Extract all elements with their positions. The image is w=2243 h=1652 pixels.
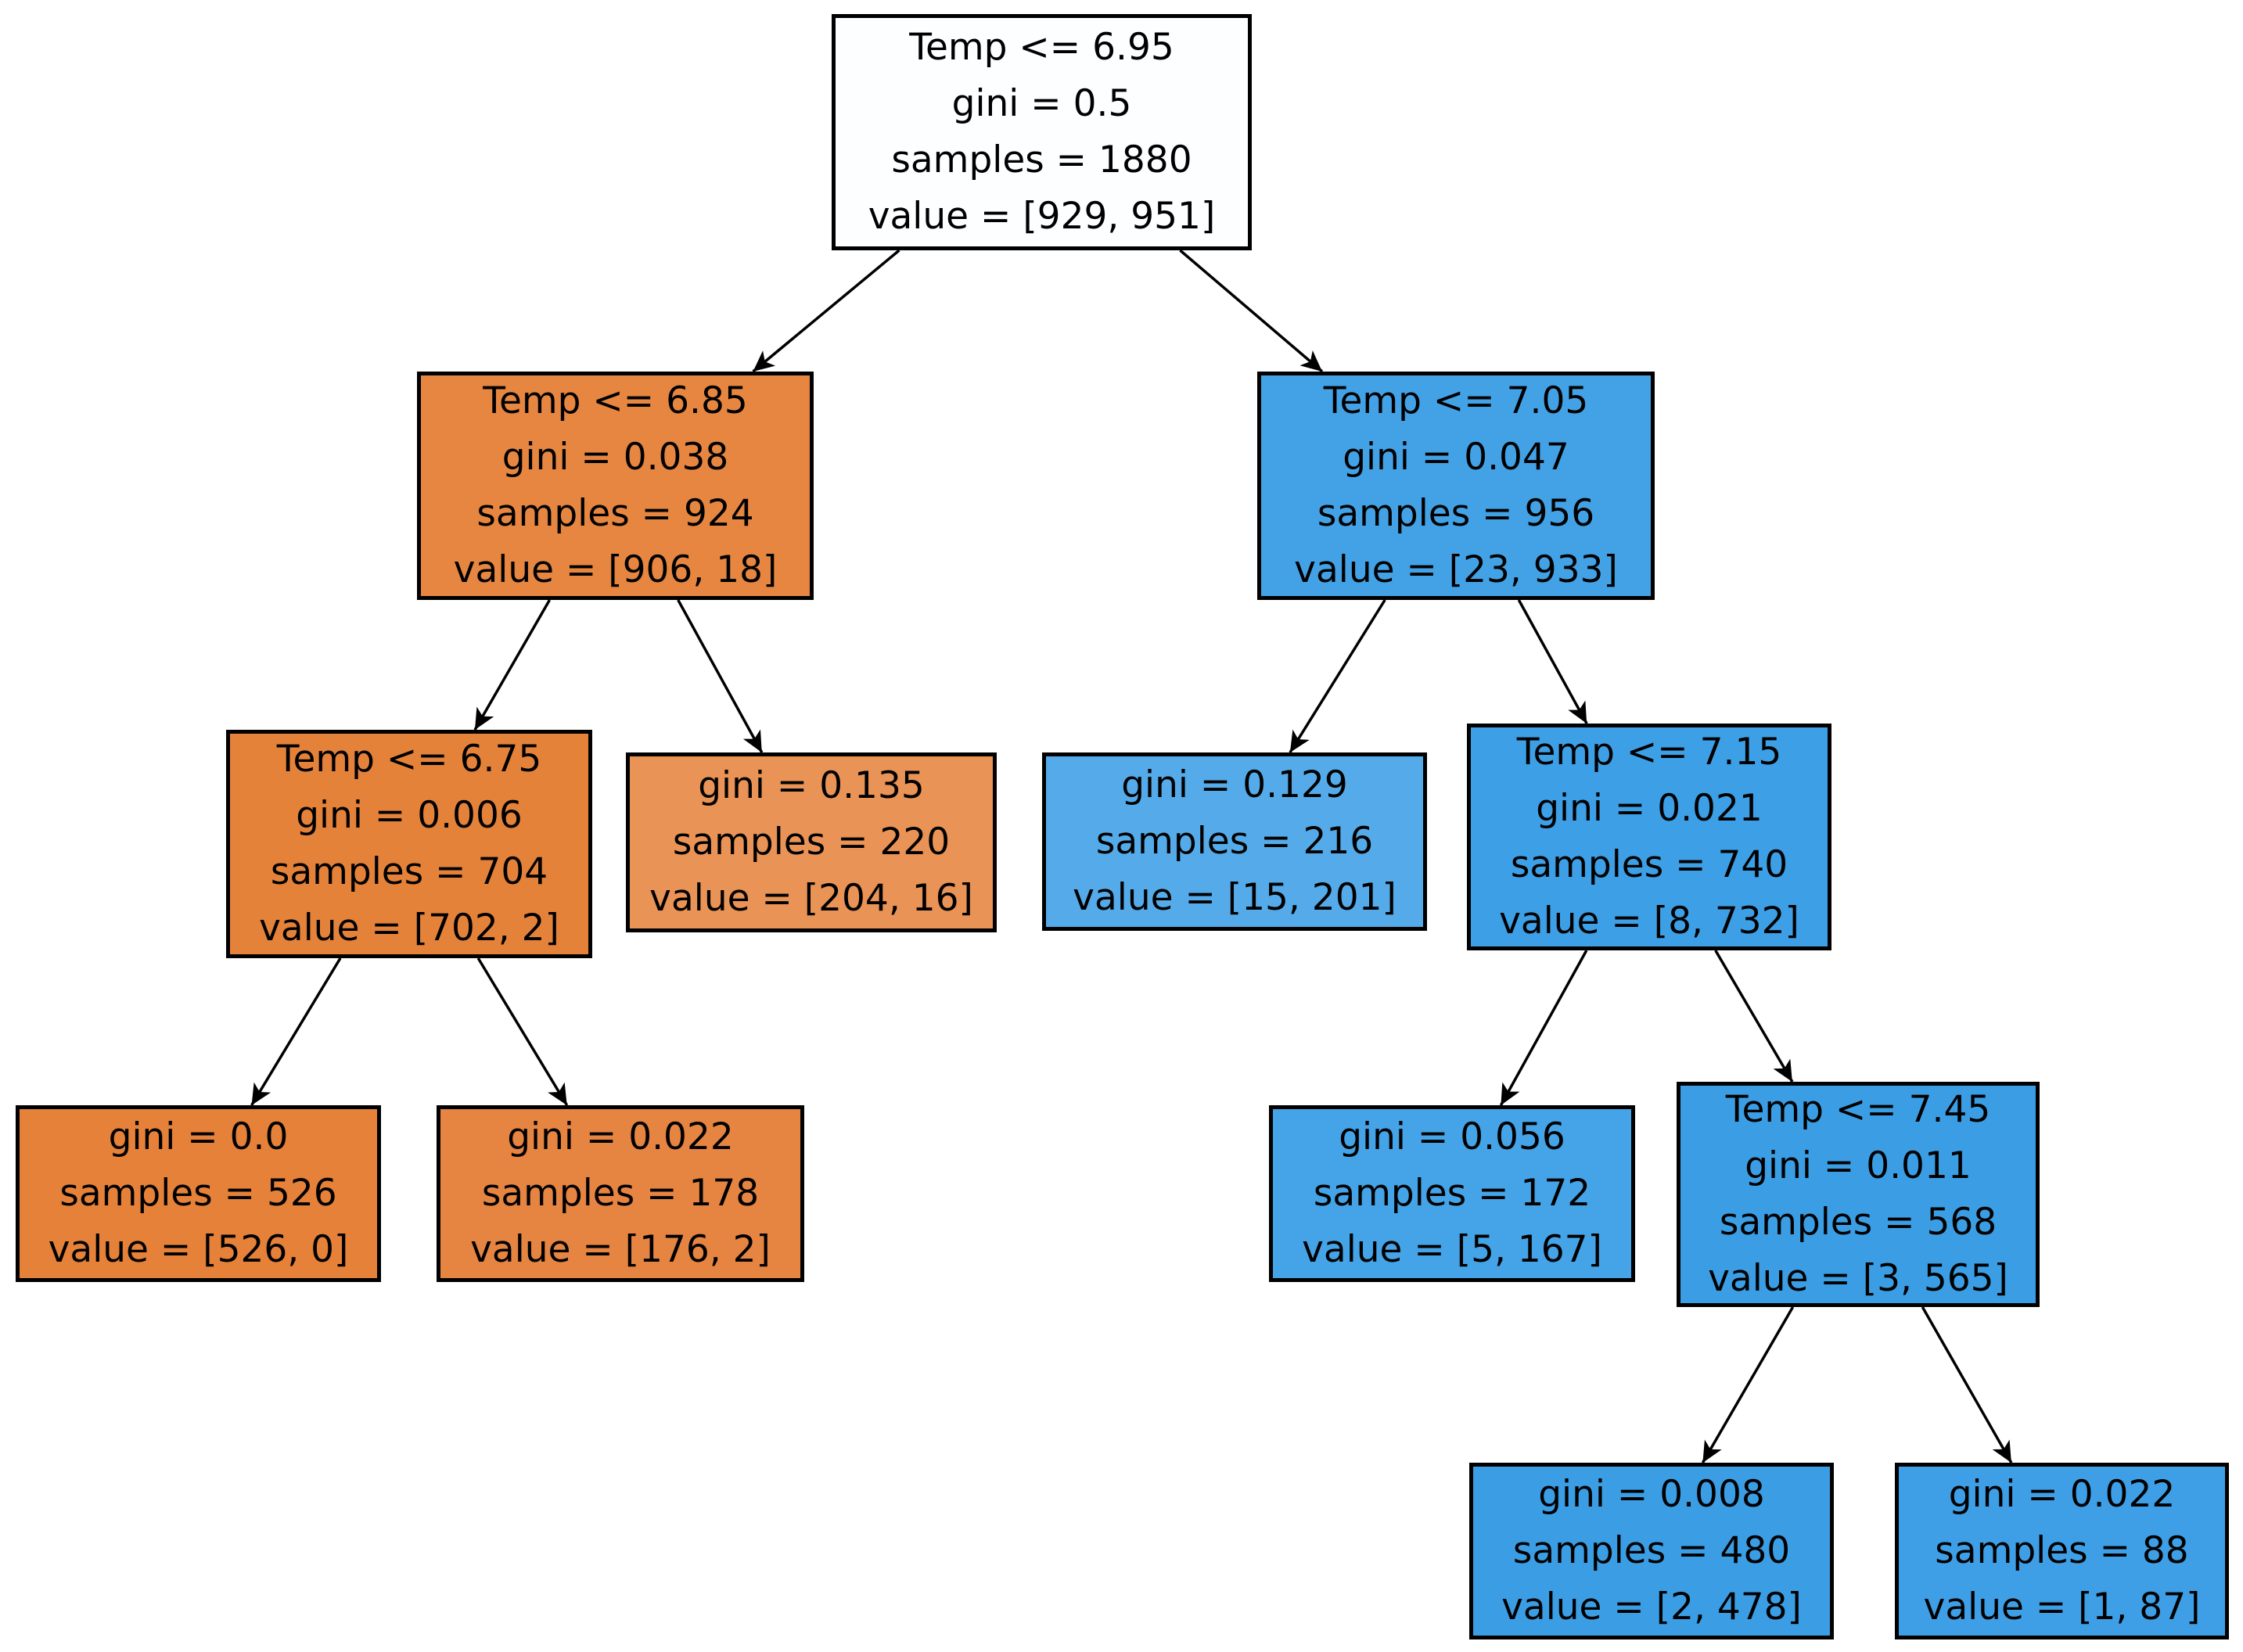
node-samples: samples = 172 bbox=[1313, 1172, 1591, 1215]
node-gini: gini = 0.022 bbox=[507, 1115, 734, 1158]
node-condition: Temp <= 6.75 bbox=[276, 738, 542, 781]
node-gini: gini = 0.129 bbox=[1121, 763, 1348, 806]
tree-node-n3: Temp <= 6.75 gini = 0.006 samples = 704 val… bbox=[226, 730, 592, 958]
node-condition: Temp <= 7.15 bbox=[1516, 731, 1782, 774]
node-value: value = [702, 2] bbox=[259, 907, 559, 950]
node-value: value = [526, 0] bbox=[48, 1228, 349, 1271]
tree-node-n5: gini = 0.129 samples = 216 value = [15, 20… bbox=[1042, 752, 1427, 931]
node-value: value = [929, 951] bbox=[868, 195, 1216, 238]
edge-n3-n8 bbox=[476, 957, 569, 1106]
node-gini: gini = 0.008 bbox=[1538, 1473, 1765, 1516]
node-condition: Temp <= 6.85 bbox=[483, 379, 748, 422]
node-gini: gini = 0.056 bbox=[1339, 1115, 1565, 1158]
edge-n2-n5 bbox=[1289, 599, 1386, 753]
edge-n3-n7 bbox=[250, 957, 342, 1106]
node-condition: Temp <= 7.45 bbox=[1725, 1088, 1991, 1131]
node-samples: samples = 88 bbox=[1935, 1529, 2189, 1572]
tree-node-n0: Temp <= 6.95 gini = 0.5 samples = 1880 valu… bbox=[832, 14, 1252, 250]
node-value: value = [8, 732] bbox=[1499, 900, 1799, 943]
tree-node-n9: gini = 0.056 samples = 172 value = [5, 167… bbox=[1269, 1105, 1635, 1282]
tree-node-n12: gini = 0.022 samples = 88 value = [1, 87] bbox=[1895, 1463, 2229, 1639]
node-gini: gini = 0.021 bbox=[1536, 787, 1763, 830]
node-gini: gini = 0.006 bbox=[296, 794, 523, 837]
node-samples: samples = 216 bbox=[1095, 820, 1374, 863]
tree-node-n8: gini = 0.022 samples = 178 value = [176, 2… bbox=[437, 1105, 804, 1282]
tree-node-n11: gini = 0.008 samples = 480 value = [2, 478… bbox=[1469, 1463, 1834, 1639]
node-value: value = [2, 478] bbox=[1501, 1586, 1802, 1629]
edge-n10-n12 bbox=[1921, 1306, 2013, 1463]
edge-n2-n6 bbox=[1517, 599, 1588, 724]
node-gini: gini = 0.022 bbox=[1948, 1473, 2176, 1516]
node-gini: gini = 0.047 bbox=[1343, 436, 1569, 479]
node-gini: gini = 0.135 bbox=[698, 764, 925, 807]
node-gini: gini = 0.011 bbox=[1745, 1144, 1972, 1187]
node-value: value = [906, 18] bbox=[453, 548, 778, 591]
node-value: value = [3, 565] bbox=[1708, 1257, 2008, 1300]
node-value: value = [15, 201] bbox=[1073, 876, 1396, 919]
node-value: value = [204, 16] bbox=[649, 877, 973, 920]
node-value: value = [5, 167] bbox=[1302, 1228, 1602, 1271]
edge-n6-n9 bbox=[1499, 950, 1588, 1106]
node-value: value = [23, 933] bbox=[1294, 548, 1618, 591]
edge-n10-n11 bbox=[1701, 1306, 1795, 1463]
tree-node-n6: Temp <= 7.15 gini = 0.021 samples = 740 val… bbox=[1467, 724, 1831, 950]
edge-n1-n4 bbox=[677, 599, 764, 753]
node-gini: gini = 0.0 bbox=[108, 1115, 289, 1158]
node-samples: samples = 480 bbox=[1512, 1529, 1791, 1572]
tree-node-n2: Temp <= 7.05 gini = 0.047 samples = 956 val… bbox=[1257, 372, 1655, 600]
edge-n6-n10 bbox=[1714, 950, 1794, 1083]
tree-node-n7: gini = 0.0 samples = 526 value = [526, 0] bbox=[16, 1105, 381, 1282]
edge-n0-n1 bbox=[752, 249, 900, 373]
node-samples: samples = 178 bbox=[481, 1172, 760, 1215]
node-gini: gini = 0.038 bbox=[501, 436, 729, 479]
node-gini: gini = 0.5 bbox=[951, 82, 1132, 125]
tree-node-n10: Temp <= 7.45 gini = 0.011 samples = 568 val… bbox=[1677, 1082, 2040, 1307]
node-samples: samples = 956 bbox=[1317, 492, 1595, 535]
node-samples: samples = 1880 bbox=[891, 138, 1192, 181]
node-samples: samples = 526 bbox=[59, 1172, 337, 1215]
node-samples: samples = 924 bbox=[476, 492, 754, 535]
edge-n0-n2 bbox=[1179, 249, 1324, 373]
node-samples: samples = 704 bbox=[270, 850, 548, 893]
tree-node-n1: Temp <= 6.85 gini = 0.038 samples = 924 val… bbox=[417, 372, 814, 600]
node-value: value = [176, 2] bbox=[470, 1228, 771, 1271]
node-condition: Temp <= 6.95 bbox=[909, 26, 1174, 69]
node-condition: Temp <= 7.05 bbox=[1323, 379, 1589, 422]
node-samples: samples = 740 bbox=[1510, 843, 1788, 886]
node-samples: samples = 220 bbox=[672, 821, 951, 864]
edge-n1-n3 bbox=[473, 599, 552, 731]
tree-node-n4: gini = 0.135 samples = 220 value = [204, 1… bbox=[626, 752, 997, 932]
node-value: value = [1, 87] bbox=[1923, 1586, 2201, 1629]
node-samples: samples = 568 bbox=[1719, 1201, 1997, 1244]
